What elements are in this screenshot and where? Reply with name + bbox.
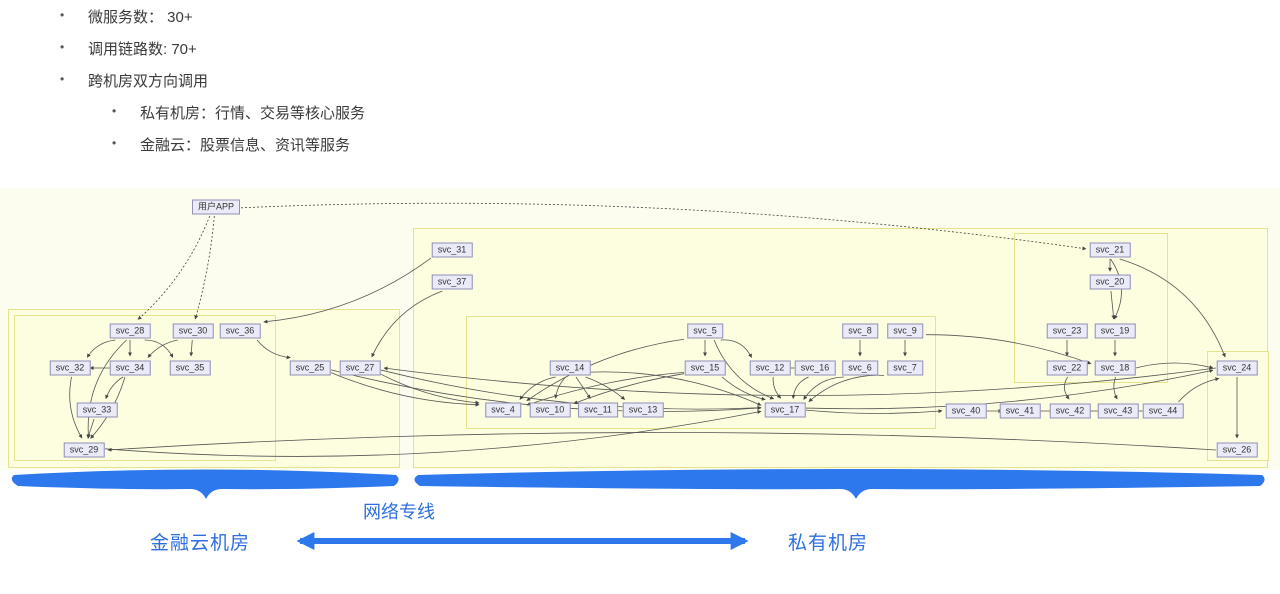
bullet-text: 微服务数： 30+ [88, 9, 193, 26]
diagram-node-svc_26: svc_26 [1216, 442, 1258, 458]
bullet-dot: • [112, 136, 117, 150]
diagram-node-svc_32: svc_32 [49, 360, 91, 376]
bullet-text: 调用链路数: 70+ [88, 41, 197, 58]
diagram-node-svc_18: svc_18 [1094, 360, 1136, 376]
diagram-node-svc_40: svc_40 [945, 403, 987, 419]
bullet-dot: • [60, 40, 65, 54]
right-underbrace [414, 469, 1265, 499]
diagram-node-svc_12: svc_12 [749, 360, 791, 376]
diagram-node-svc_42: svc_42 [1049, 403, 1091, 419]
bullet-item: • 金融云：股票信息、资讯等服务 [112, 134, 365, 155]
bullet-text: 跨机房双方向调用 [88, 73, 209, 90]
diagram-node-svc_25: svc_25 [289, 360, 331, 376]
diagram-node-svc_16: svc_16 [794, 360, 836, 376]
diagram-node-svc_36: svc_36 [219, 323, 261, 339]
diagram-node-svc_33: svc_33 [76, 402, 118, 418]
diagram-node-svc_20: svc_20 [1089, 274, 1131, 290]
diagram-node-user_app: 用户APP [191, 199, 241, 215]
diagram-node-svc_44: svc_44 [1142, 403, 1184, 419]
bullet-dot: • [112, 104, 117, 118]
bullet-item: • 调用链路数: 70+ [60, 38, 365, 59]
bullet-item: • 私有机房：行情、交易等核心服务 [112, 102, 365, 123]
diagram-node-svc_34: svc_34 [109, 360, 151, 376]
diagram-node-svc_23: svc_23 [1046, 323, 1088, 339]
diagram-node-svc_15: svc_15 [684, 360, 726, 376]
network-line-label: 网络专线 [363, 502, 435, 522]
diagram-node-svc_4: svc_4 [485, 402, 521, 418]
diagram-node-svc_7: svc_7 [887, 360, 923, 376]
bullet-item: • 微服务数： 30+ [60, 6, 365, 27]
diagram-node-svc_6: svc_6 [842, 360, 878, 376]
bullet-text: 金融云：股票信息、资讯等服务 [140, 137, 351, 154]
diagram-node-svc_28: svc_28 [109, 323, 151, 339]
bullet-list: • 微服务数： 30+ • 调用链路数: 70+ • 跨机房双方向调用 • 私有… [60, 6, 365, 166]
cloud-datacenter-label: 金融云机房 [150, 533, 251, 554]
bullet-dot: • [60, 8, 65, 22]
bullet-dot: • [60, 72, 65, 86]
diagram-node-svc_37: svc_37 [431, 274, 473, 290]
diagram-node-svc_43: svc_43 [1097, 403, 1139, 419]
diagram-node-svc_31: svc_31 [431, 242, 473, 258]
bullet-item: • 跨机房双方向调用 [60, 70, 365, 91]
diagram-node-svc_11: svc_11 [578, 402, 618, 418]
diagram-node-svc_24: svc_24 [1216, 360, 1258, 376]
diagram-node-svc_14: svc_14 [549, 360, 591, 376]
diagram-node-svc_17: svc_17 [764, 402, 806, 418]
diagram-node-svc_21: svc_21 [1089, 242, 1131, 258]
diagram-node-svc_19: svc_19 [1094, 323, 1136, 339]
diagram-node-svc_8: svc_8 [842, 323, 878, 339]
private-datacenter-label: 私有机房 [788, 533, 869, 554]
diagram-node-svc_9: svc_9 [887, 323, 923, 339]
diagram-node-svc_41: svc_41 [999, 403, 1041, 419]
diagram-node-svc_13: svc_13 [622, 402, 664, 418]
diagram-node-svc_22: svc_22 [1046, 360, 1088, 376]
bullet-text: 私有机房：行情、交易等核心服务 [140, 105, 366, 122]
diagram-node-svc_29: svc_29 [63, 442, 105, 458]
diagram-node-svc_5: svc_5 [687, 323, 723, 339]
diagram-node-svc_30: svc_30 [172, 323, 214, 339]
left-underbrace [11, 469, 399, 499]
diagram-node-svc_27: svc_27 [339, 360, 381, 376]
diagram-node-svc_10: svc_10 [529, 402, 571, 418]
diagram-node-svc_35: svc_35 [169, 360, 211, 376]
